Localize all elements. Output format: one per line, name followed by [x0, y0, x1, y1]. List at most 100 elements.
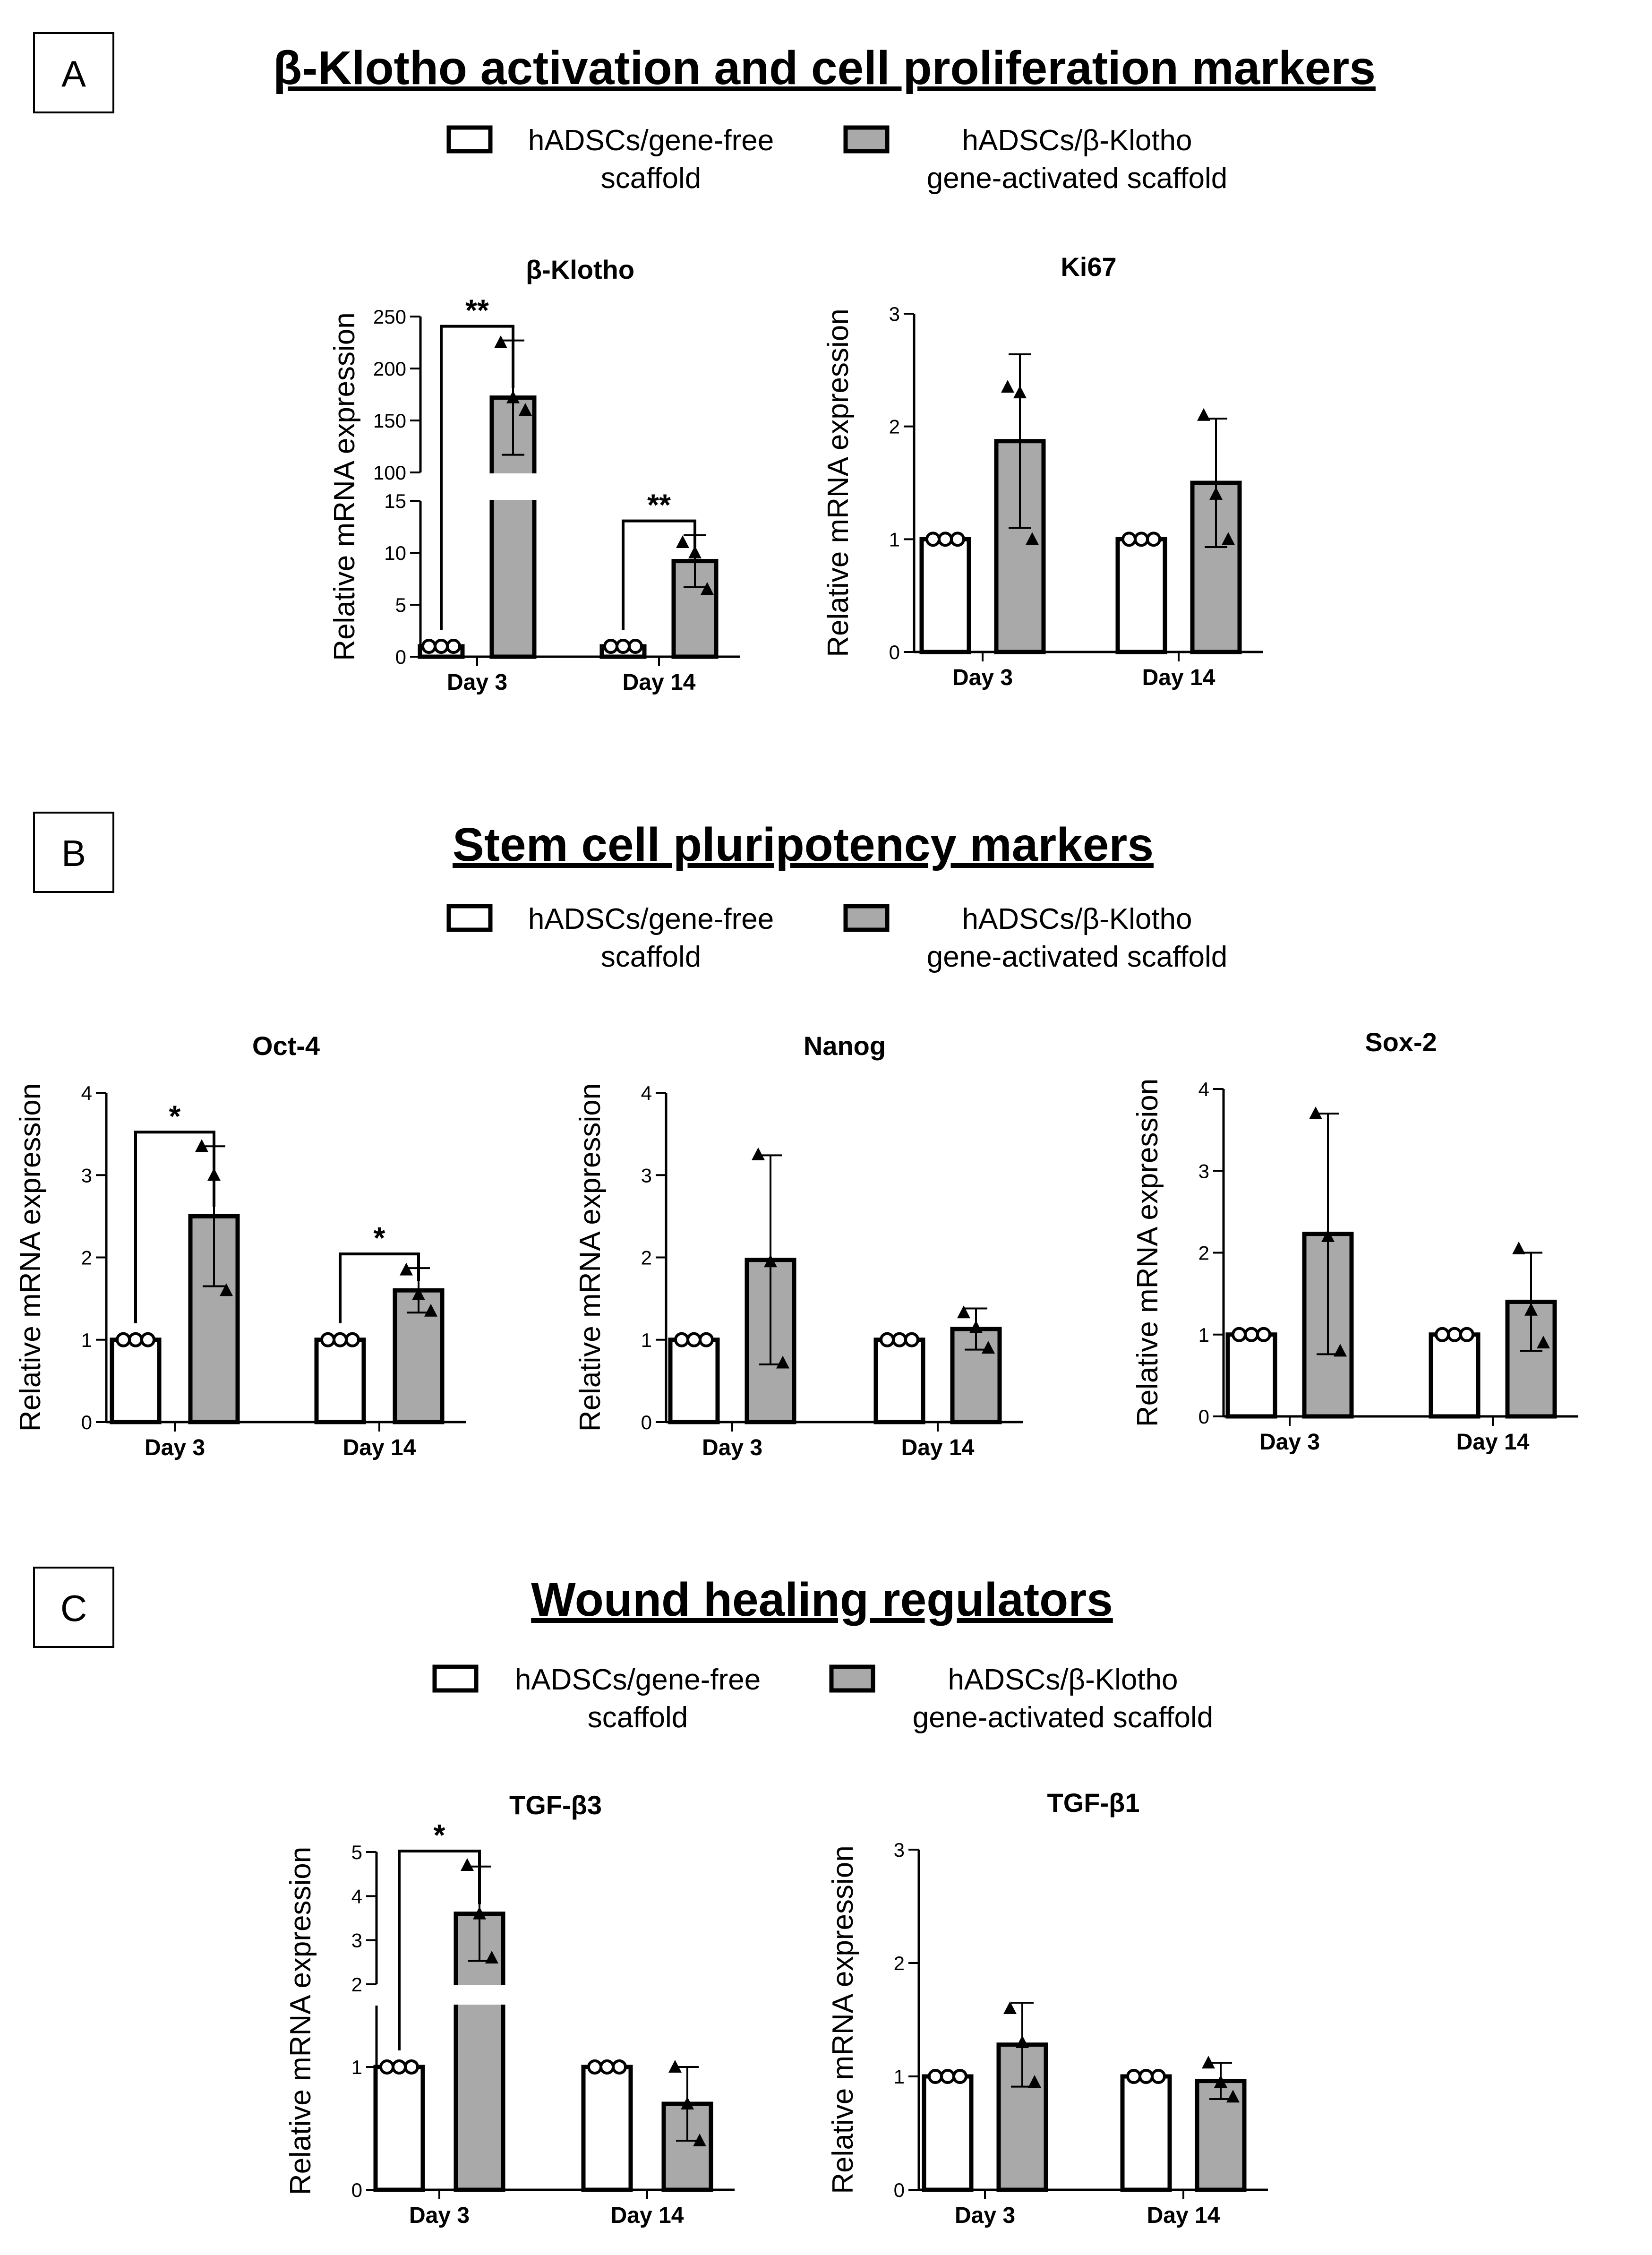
legend-label-gene-free-line2: scaffold [601, 162, 702, 195]
panel-a-header: A β-Klotho activation and cell prolifera… [33, 32, 1376, 195]
data-point [681, 2097, 694, 2109]
data-point [1151, 2069, 1166, 2084]
data-point [938, 532, 953, 547]
data-point [1121, 532, 1137, 547]
data-point [599, 2059, 615, 2075]
bar [110, 1338, 162, 1424]
bar [1225, 1332, 1277, 1419]
data-point [404, 2059, 419, 2075]
data-point [1459, 1327, 1474, 1342]
legend-swatch-klotho [843, 904, 890, 932]
y-axis-label: Relative mRNA expression [822, 309, 855, 657]
y-tick-label: 0 [1198, 1406, 1209, 1428]
panel-c-title: Wound healing regulators [531, 1573, 1113, 1626]
data-point [220, 1283, 233, 1296]
data-point [1222, 532, 1235, 545]
data-point [776, 1355, 789, 1369]
data-point [1256, 1327, 1271, 1342]
bar [581, 2065, 633, 2192]
data-point [1209, 487, 1223, 500]
x-category-label: Day 3 [145, 1435, 205, 1460]
x-category-label: Day 3 [1259, 1430, 1320, 1455]
legend-swatch-klotho [829, 1664, 875, 1693]
y-axis-label: Relative mRNA expression [827, 1845, 859, 2194]
y-tick-label: 3 [889, 303, 900, 325]
data-point [485, 1951, 498, 1963]
data-point [925, 532, 941, 547]
data-point [1321, 1229, 1335, 1242]
bar [668, 1338, 720, 1424]
chart-title: Nanog [804, 1031, 886, 1061]
data-point [1134, 532, 1149, 547]
data-point [603, 639, 618, 654]
y-tick-label: 0 [351, 2179, 362, 2201]
data-point [1226, 2090, 1240, 2103]
legend-label-klotho-line1: hADSCs/β-Klotho [948, 1663, 1178, 1696]
data-point [519, 403, 532, 416]
panel-a-title: β-Klotho activation and cell proliferati… [273, 42, 1376, 94]
y-tick-label: 2 [889, 416, 900, 438]
y-tick-label: 2 [641, 1247, 652, 1269]
legend-label-klotho-line2: gene-activated scaffold [927, 162, 1228, 195]
data-point [928, 2069, 943, 2084]
y-tick-label: 1 [894, 2066, 905, 2088]
y-tick-label: 3 [641, 1164, 652, 1186]
x-category-label: Day 3 [409, 2203, 470, 2228]
bar-break-gap [489, 473, 537, 500]
data-point [764, 1254, 777, 1268]
data-point [116, 1332, 131, 1347]
data-point [693, 2134, 706, 2146]
chart-title: TGF-β1 [1047, 1788, 1140, 1818]
data-point [1197, 408, 1210, 421]
significance-bracket [622, 519, 696, 630]
data-point [1028, 2075, 1041, 2088]
data-point [128, 1332, 143, 1347]
bar [919, 537, 971, 654]
y-tick-label: 5 [351, 1841, 362, 1863]
data-point [628, 639, 643, 654]
significance-label: * [169, 1099, 181, 1133]
bar [373, 2065, 425, 2192]
x-category-label: Day 3 [952, 665, 1013, 690]
data-point [1026, 532, 1039, 545]
y-tick-label: 200 [373, 358, 406, 380]
y-tick-label: 15 [384, 490, 406, 512]
y-tick-label: 100 [373, 462, 406, 484]
legend-label-klotho-line2: gene-activated scaffold [913, 1701, 1214, 1734]
data-point [1524, 1303, 1538, 1316]
legend-swatch-gene-free [432, 1664, 479, 1693]
x-category-label: Day 14 [1456, 1430, 1530, 1455]
y-tick-label: 5 [395, 594, 406, 616]
data-point [379, 2059, 394, 2075]
data-point [674, 1332, 689, 1347]
panel-c-legend: hADSCs/gene-free scaffold hADSCs/β-Kloth… [432, 1663, 1214, 1734]
data-point [1214, 2075, 1227, 2088]
bar [1120, 2074, 1172, 2192]
data-point [752, 1147, 765, 1160]
data-point [345, 1332, 360, 1347]
panel-a-legend: hADSCs/gene-free scaffold hADSCs/β-Kloth… [446, 124, 1228, 195]
data-point [320, 1332, 335, 1347]
y-tick-label: 0 [81, 1411, 92, 1433]
data-point [333, 1332, 348, 1347]
chart-title: TGF-β3 [509, 1790, 602, 1820]
data-point [1016, 2035, 1029, 2048]
panel-b-legend: hADSCs/gene-free scaffold hADSCs/β-Kloth… [446, 903, 1227, 973]
data-point [1126, 2069, 1141, 2084]
data-point [892, 1332, 907, 1347]
bar [314, 1338, 366, 1424]
x-category-label: Day 3 [702, 1435, 762, 1460]
panel-c-letter: C [60, 1587, 87, 1629]
y-tick-label: 2 [894, 1952, 905, 1974]
x-category-label: Day 3 [447, 670, 507, 695]
data-point [1013, 386, 1027, 399]
chart-title: β-Klotho [526, 255, 634, 284]
significance-bracket [339, 1252, 420, 1323]
x-category-label: Day 14 [611, 2203, 684, 2228]
data-point [424, 1303, 437, 1317]
panel-b-header: B Stem cell pluripotency markers hADSCs/… [33, 812, 1227, 973]
